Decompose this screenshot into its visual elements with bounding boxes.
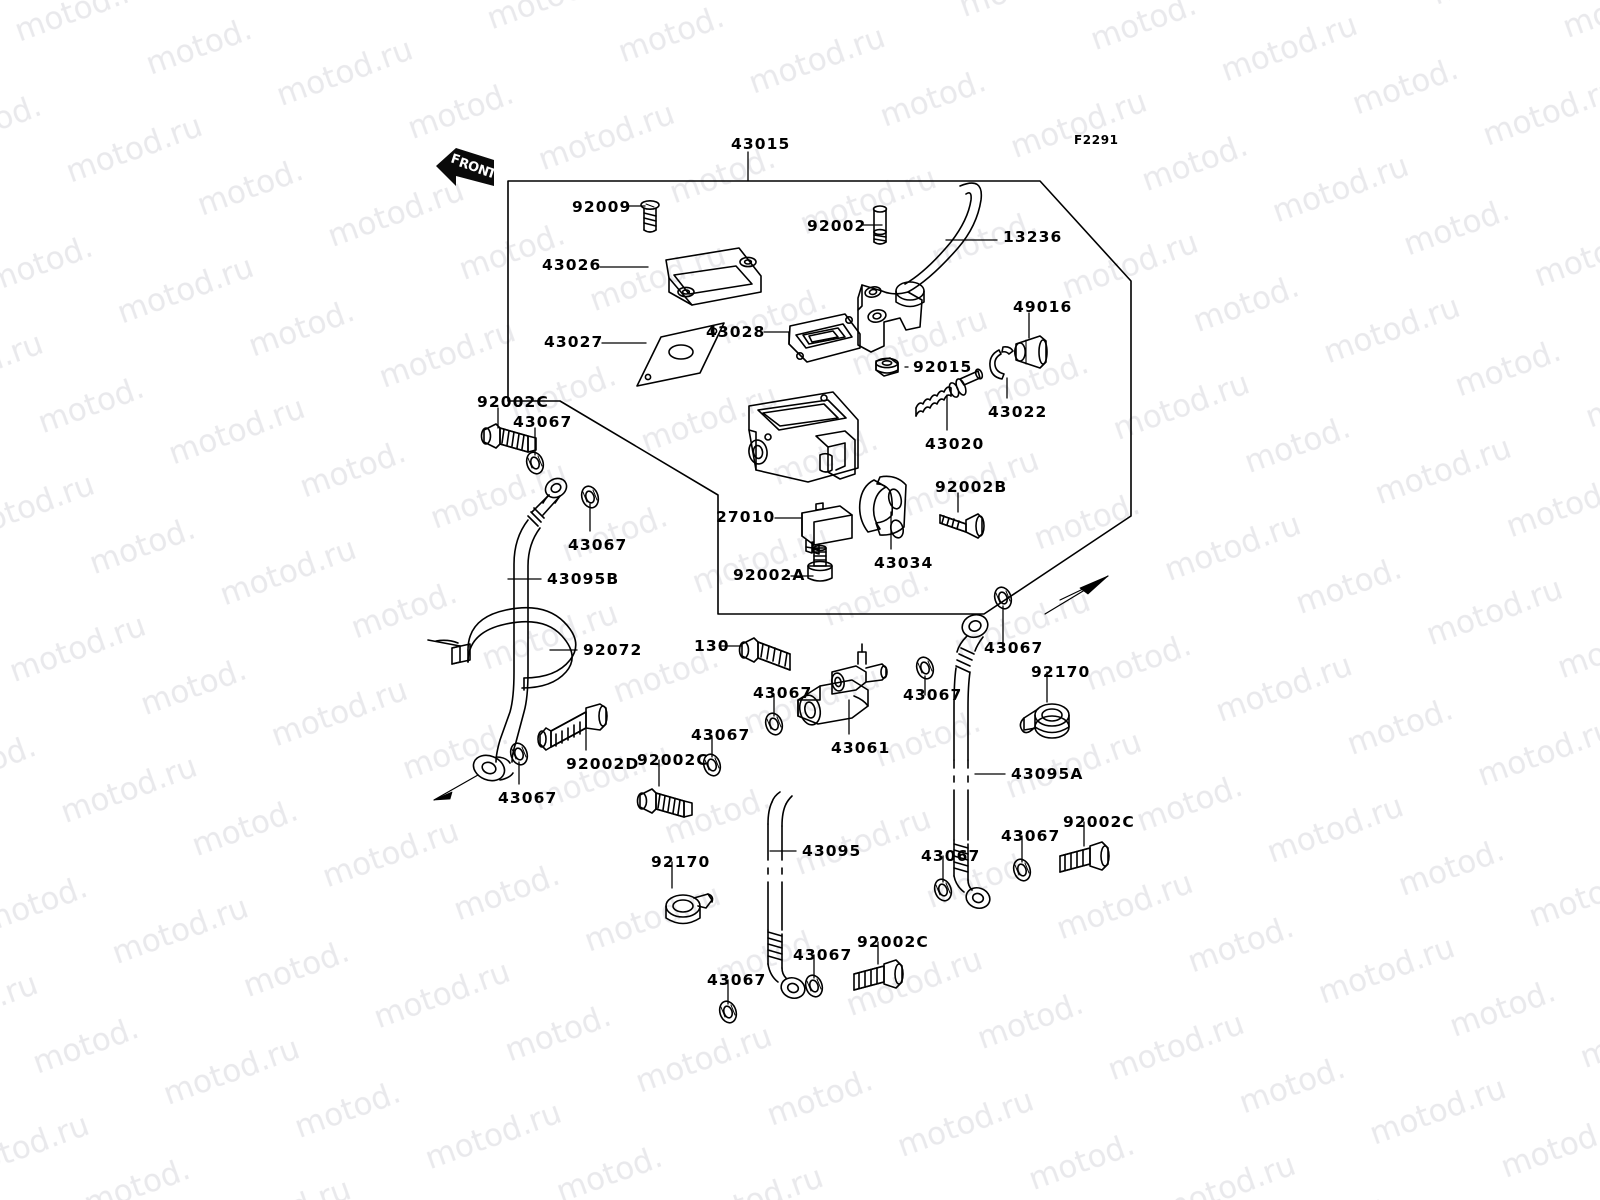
- part-43020-piston-assembly: [915, 368, 984, 417]
- part-number-label[interactable]: 92002A: [733, 566, 806, 584]
- part-number-label[interactable]: 43067: [498, 789, 558, 807]
- front-letter-o: O: [466, 159, 481, 177]
- part-92009-screw: [640, 200, 660, 233]
- part-43067-washers: [509, 451, 1032, 1024]
- part-number-label[interactable]: 92002: [807, 217, 867, 235]
- part-92002-pivot-bolt: [872, 205, 888, 245]
- part-43034-handlebar-holder: [858, 475, 907, 539]
- part-92015-nut: [875, 357, 899, 377]
- part-92002D-bolt: [537, 703, 608, 751]
- part-number-label[interactable]: 43067: [903, 686, 963, 704]
- part-13236-brake-lever: [857, 182, 983, 353]
- part-number-label[interactable]: 43067: [707, 971, 767, 989]
- part-master-cylinder-body: [748, 391, 859, 483]
- part-number-label[interactable]: 43027: [544, 333, 604, 351]
- part-130-bolt: [738, 637, 791, 671]
- front-letter-n: N: [476, 163, 491, 181]
- part-number-label[interactable]: 43095: [802, 842, 862, 860]
- part-number-label[interactable]: 92002C: [477, 393, 549, 411]
- part-number-label[interactable]: 92015: [913, 358, 973, 376]
- part-number-label[interactable]: 43095A: [1011, 765, 1084, 783]
- part-43095A-brake-hose: [953, 613, 991, 910]
- part-92002C-bolt-mid: [636, 788, 693, 818]
- part-number-label[interactable]: 27010: [716, 508, 776, 526]
- part-number-label[interactable]: 92072: [583, 641, 643, 659]
- part-number-label[interactable]: 92002B: [935, 478, 1008, 496]
- part-number-label[interactable]: 43067: [921, 847, 981, 865]
- part-number-label[interactable]: 43067: [1001, 827, 1061, 845]
- part-92002C-bolt-right: [1059, 841, 1110, 873]
- part-43095B-brake-hose: [433, 477, 568, 801]
- part-92072-hose-clamp-band: [427, 606, 577, 691]
- part-92002C-bolt-bottom: [853, 959, 904, 991]
- part-number-label[interactable]: 43067: [568, 536, 628, 554]
- part-92170-hose-clamp-right: [1019, 703, 1070, 739]
- part-43061-three-way-joint: [797, 643, 888, 726]
- part-92002A-bolt: [807, 544, 833, 582]
- part-92002C-bolt-top: [480, 423, 537, 453]
- part-49016-dust-boot: [1013, 335, 1048, 369]
- part-number-label[interactable]: 92009: [572, 198, 632, 216]
- front-letter-r: R: [457, 156, 471, 173]
- part-number-label[interactable]: 43067: [793, 946, 853, 964]
- part-43095-brake-hose: [767, 791, 806, 1000]
- part-number-label[interactable]: 43020: [925, 435, 985, 453]
- part-number-label[interactable]: 43034: [874, 554, 934, 572]
- part-number-label[interactable]: 49016: [1013, 298, 1073, 316]
- part-number-label[interactable]: 13236: [1003, 228, 1063, 246]
- part-number-label[interactable]: 43067: [691, 726, 751, 744]
- part-number-label[interactable]: 43061: [831, 739, 891, 757]
- part-43027-reservoir-plate: [636, 322, 725, 387]
- part-number-label[interactable]: 43015: [731, 135, 791, 153]
- part-number-label[interactable]: 43067: [753, 684, 813, 702]
- part-number-label[interactable]: 43067: [513, 413, 573, 431]
- pointer-arrow-right: [1044, 575, 1109, 615]
- front-letter-f: F: [449, 152, 462, 169]
- part-number-label[interactable]: 92002C: [637, 751, 709, 769]
- part-number-label[interactable]: 43028: [706, 323, 766, 341]
- part-number-label[interactable]: 43022: [988, 403, 1048, 421]
- front-direction-indicator: F R O N T: [436, 148, 498, 186]
- part-number-label[interactable]: 92170: [1031, 663, 1091, 681]
- part-number-label[interactable]: 92002D: [566, 755, 640, 773]
- part-number-label[interactable]: 43095B: [547, 570, 620, 588]
- part-92170-hose-clamp-left: [665, 893, 714, 925]
- part-43022-circlip: [989, 346, 1014, 380]
- part-27010-brake-light-switch: [801, 502, 853, 555]
- part-number-label[interactable]: 92170: [651, 853, 711, 871]
- part-number-label[interactable]: 43067: [984, 639, 1044, 657]
- part-number-label[interactable]: 43026: [542, 256, 602, 274]
- part-43026-reservoir-cap: [665, 247, 762, 306]
- assembly-group-outline: [507, 151, 1132, 615]
- part-number-label[interactable]: 92002C: [1063, 813, 1135, 831]
- part-number-label[interactable]: F2291: [1074, 133, 1119, 147]
- part-92002B-bolt: [939, 513, 985, 539]
- part-number-label[interactable]: 92002C: [857, 933, 929, 951]
- part-number-label[interactable]: 130: [694, 637, 730, 655]
- part-43028-diaphragm: [788, 313, 861, 363]
